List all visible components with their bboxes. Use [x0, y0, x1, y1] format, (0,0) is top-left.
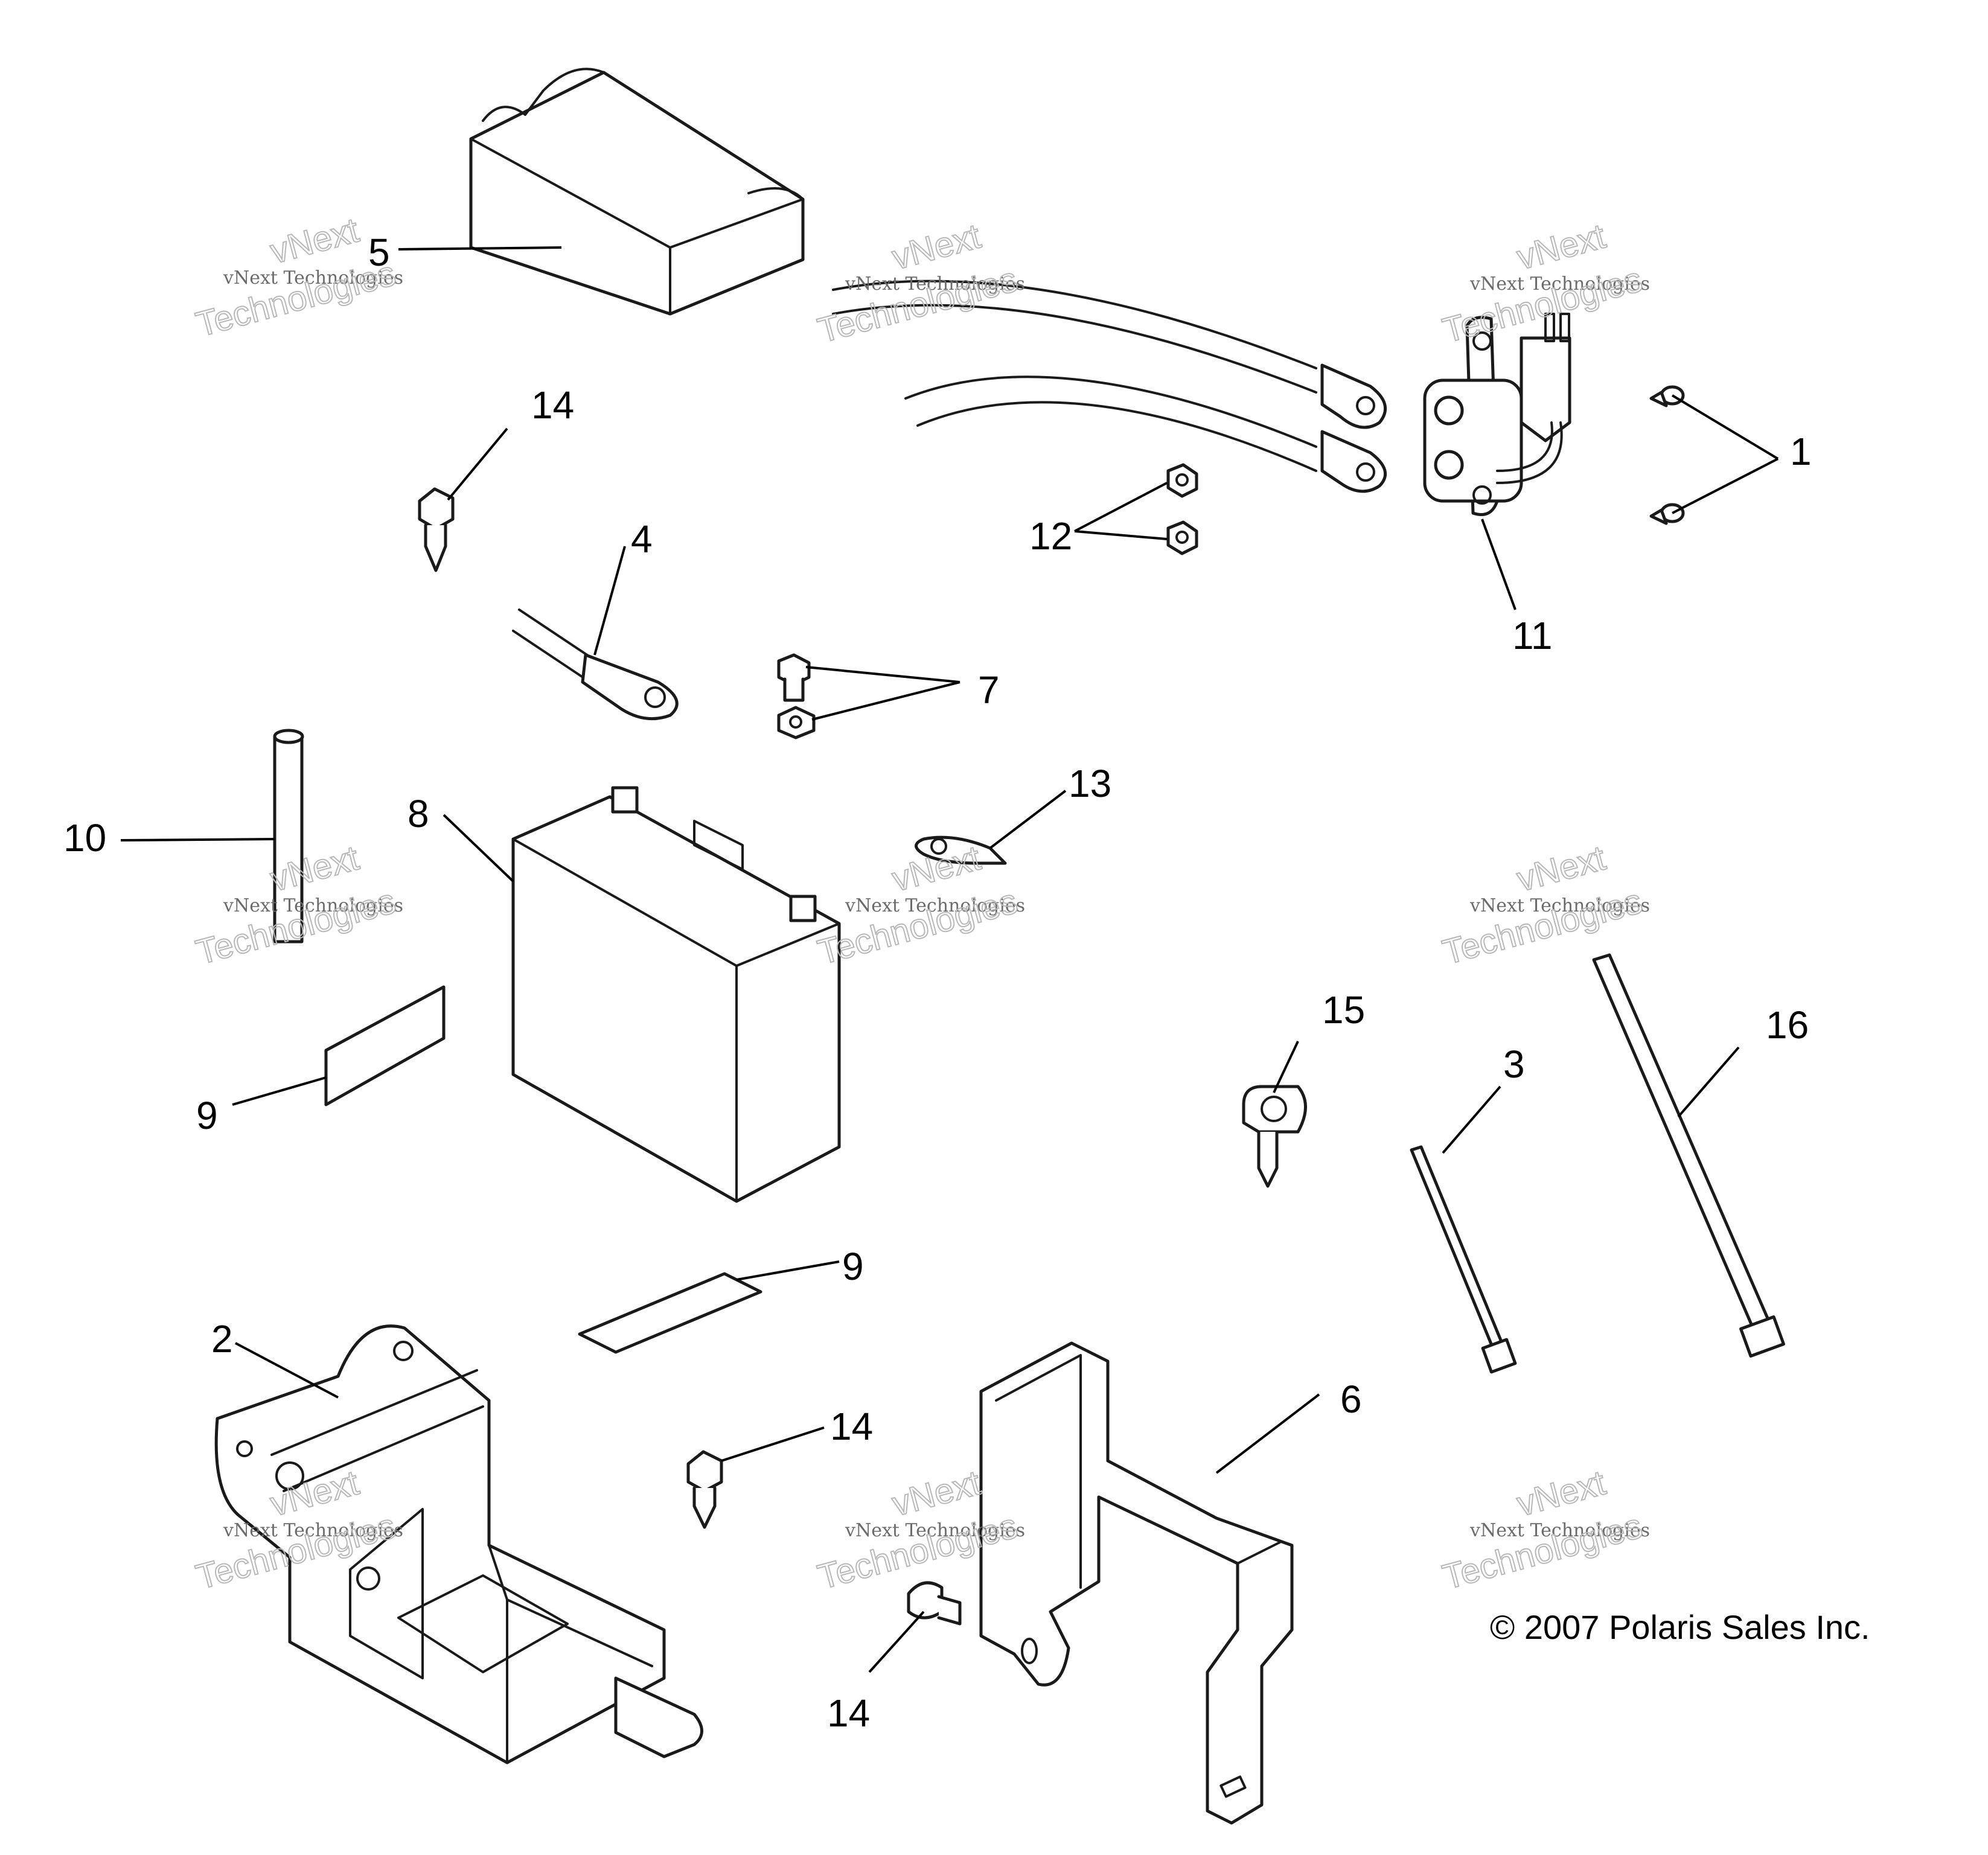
- svg-text:vNext: vNext: [888, 216, 985, 277]
- part-14-bolt-middle: [686, 1450, 723, 1529]
- part-11-starter-solenoid: [1423, 313, 1571, 516]
- battery-cables: [832, 279, 1387, 493]
- part-15-clip: [1242, 1085, 1307, 1188]
- callout-numbers: 5 14 4 7 12 1 11 13 10 8 9 9 2 14 14 6 1…: [63, 231, 1812, 1735]
- part-9-pad-lower: [578, 1272, 762, 1354]
- svg-text:vNext: vNext: [1513, 216, 1609, 277]
- leader-lines: [120, 246, 1779, 1673]
- svg-text:vNext Technologies: vNext Technologies: [845, 1520, 1025, 1541]
- copyright-notice: © 2007 Polaris Sales Inc.: [1490, 1608, 1870, 1646]
- part-10-vent-tube: [273, 729, 304, 943]
- part-3-cable-tie: [1410, 1145, 1517, 1374]
- callout-5: 5: [368, 231, 390, 274]
- svg-text:vNext: vNext: [888, 1463, 985, 1524]
- part-4-ground-cable: [512, 608, 679, 721]
- svg-text:vNext Technologies: vNext Technologies: [223, 1520, 403, 1541]
- svg-text:vNext Technologies: vNext Technologies: [845, 273, 1025, 295]
- callout-4: 4: [631, 517, 653, 561]
- svg-text:vNext: vNext: [1513, 838, 1609, 899]
- part-9-pad-left: [324, 985, 446, 1106]
- callout-10: 10: [63, 816, 106, 860]
- callout-14-middle: 14: [830, 1405, 873, 1448]
- part-14-bolt-lower: [907, 1581, 962, 1626]
- callout-1: 1: [1790, 430, 1812, 473]
- svg-text:vNext: vNext: [266, 210, 363, 271]
- part-16-cable-tie: [1592, 953, 1785, 1358]
- part-12-nuts: [1166, 463, 1198, 555]
- part-8-battery: [511, 786, 841, 1203]
- svg-text:vNext Technologies: vNext Technologies: [1469, 895, 1650, 916]
- svg-text:vNext Technologies: vNext Technologies: [1469, 273, 1650, 295]
- callout-15: 15: [1322, 988, 1365, 1032]
- callout-11: 11: [1512, 614, 1552, 657]
- part-14-bolt-top: [418, 487, 455, 572]
- callout-6: 6: [1340, 1378, 1362, 1421]
- callout-9-lower: 9: [842, 1245, 864, 1288]
- watermark-2: vNext Technologies vNext Technologies: [813, 216, 1025, 351]
- part-5-module-box: [469, 68, 805, 316]
- callout-9-left: 9: [196, 1094, 218, 1137]
- part-6-hold-down-bracket: [979, 1341, 1294, 1825]
- callout-8: 8: [408, 792, 429, 835]
- svg-text:vNext Technologies: vNext Technologies: [223, 895, 403, 916]
- watermark-9: vNext Technologies vNext Technologies: [1438, 1462, 1650, 1597]
- watermark-1: vNext Technologies vNext Technologies: [191, 209, 403, 345]
- watermark-6: vNext Technologies vNext Technologies: [1438, 837, 1650, 972]
- part-1-screws: [1649, 385, 1685, 525]
- callout-14-lower: 14: [827, 1691, 870, 1735]
- watermark-3: vNext Technologies vNext Technologies: [1438, 216, 1650, 351]
- callout-2: 2: [211, 1317, 233, 1361]
- callout-3: 3: [1503, 1042, 1525, 1086]
- svg-text:vNext Technologies: vNext Technologies: [845, 895, 1025, 916]
- part-13-ring-terminal: [915, 835, 1007, 865]
- svg-text:vNext Technologies: vNext Technologies: [1469, 1520, 1650, 1541]
- callout-16: 16: [1766, 1003, 1809, 1047]
- svg-text:vNext: vNext: [1513, 1463, 1609, 1524]
- part-7-bolt-and-nut: [777, 653, 816, 739]
- svg-text:vNext Technologies: vNext Technologies: [223, 267, 403, 289]
- callout-13: 13: [1069, 762, 1111, 805]
- callout-7: 7: [978, 668, 1000, 712]
- part-2-battery-tray: [214, 1324, 703, 1764]
- callout-14-top: 14: [531, 383, 574, 427]
- callout-12: 12: [1029, 514, 1072, 558]
